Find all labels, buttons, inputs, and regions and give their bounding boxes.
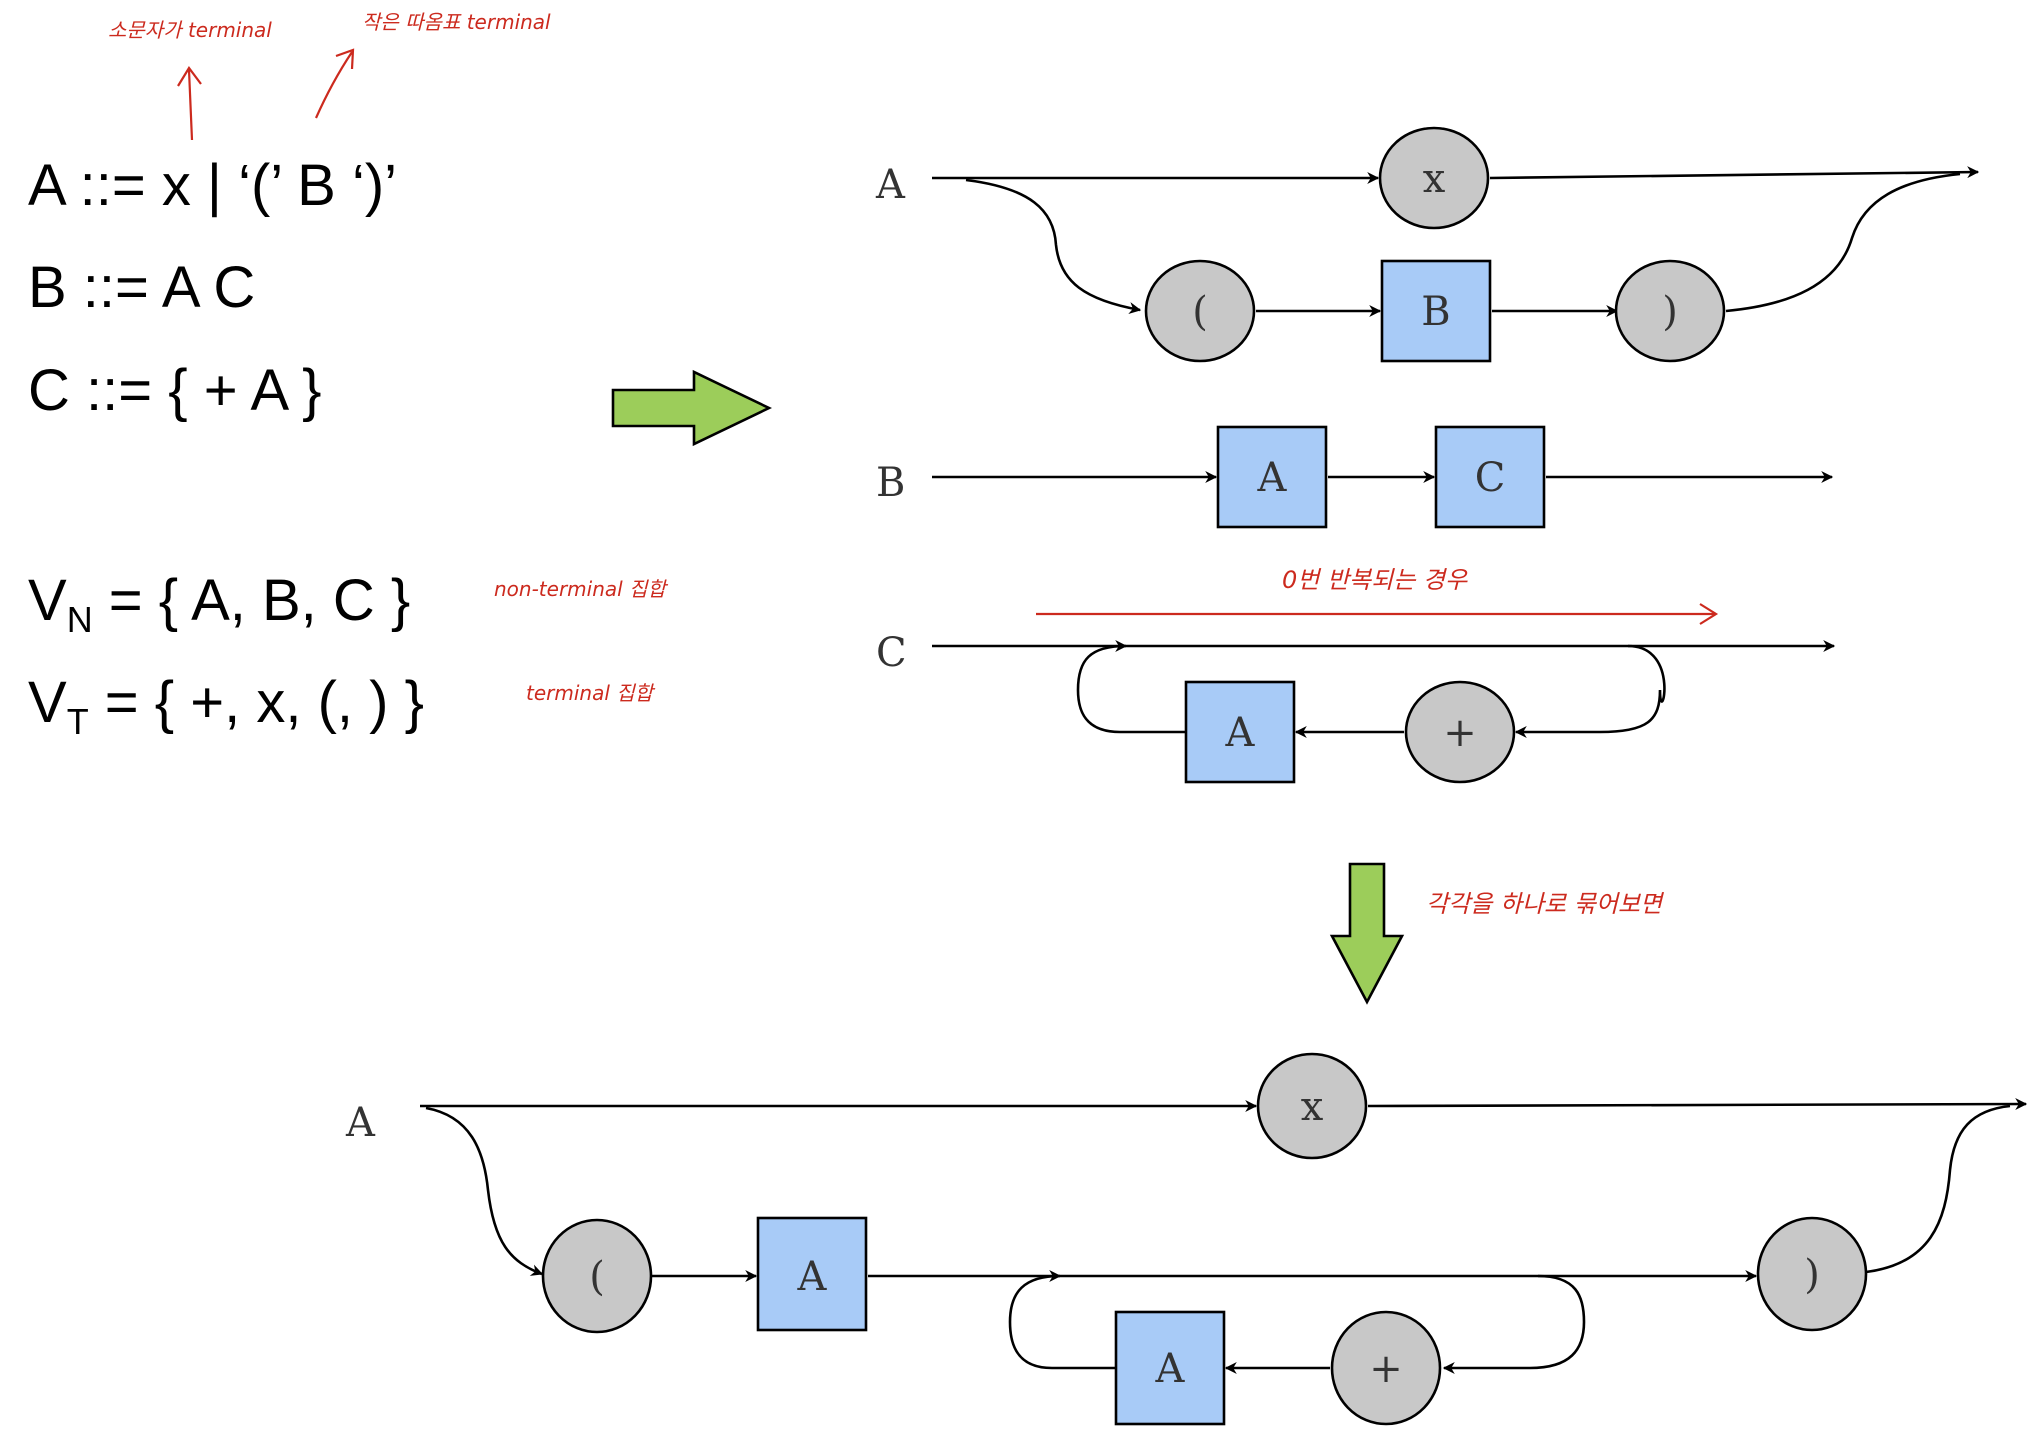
left-annotations: 소문자가 terminal 작은 따옴표 terminal non-termin… bbox=[108, 10, 668, 705]
nonterminal-c bbox=[1434, 425, 1546, 529]
green-right-arrow-icon bbox=[611, 369, 773, 447]
nonterminal-a-loop bbox=[1114, 1310, 1226, 1426]
diagram-a: A x ( B ) bbox=[875, 126, 1980, 363]
diagram-b-label: B bbox=[876, 460, 905, 506]
combined-label: A bbox=[345, 1100, 376, 1146]
path-rparen-merge bbox=[1725, 172, 1961, 313]
terminal-x bbox=[1378, 126, 1490, 230]
nonterminal-b bbox=[1380, 259, 1492, 363]
red-arrow-up-icon bbox=[177, 66, 202, 141]
terminal-lparen bbox=[1144, 259, 1256, 363]
note-quoted-terminal: 작은 따옴표 terminal bbox=[362, 10, 551, 34]
path-a-to-lparen bbox=[965, 178, 1142, 314]
rule-c: C ::= { + A } bbox=[28, 358, 321, 423]
nonterminal-a bbox=[756, 1216, 868, 1332]
diagram-combined: A x ( A + A ) bbox=[345, 1052, 2028, 1426]
vn-set: VN = { A, B, C } bbox=[28, 568, 410, 640]
path-to-lparen bbox=[425, 1106, 544, 1276]
terminal-plus bbox=[1330, 1310, 1442, 1426]
vt-v: V bbox=[28, 670, 67, 735]
nonterminal-a-label: A bbox=[1225, 710, 1256, 756]
path-loop-return bbox=[1008, 1274, 1116, 1370]
terminal-x bbox=[1256, 1052, 1368, 1160]
vt-set: VT = { +, x, (, ) } bbox=[28, 670, 424, 742]
diagram-a-label: A bbox=[875, 162, 906, 208]
red-arrowhead-icon bbox=[1699, 603, 1719, 625]
terminal-x-label: x bbox=[1301, 1084, 1324, 1130]
nonterminal-c-label: C bbox=[1475, 455, 1506, 501]
diagram-c: 0번 반복되는 경우 C + A bbox=[876, 566, 1836, 784]
terminal-rparen bbox=[1756, 1216, 1868, 1332]
vt-members: = { +, x, (, ) } bbox=[89, 670, 424, 735]
nonterminal-a-label: A bbox=[1257, 455, 1288, 501]
nonterminal-a-label: A bbox=[797, 1254, 828, 1300]
green-down-arrow-icon bbox=[1329, 862, 1405, 1005]
path-x-to-exit bbox=[1489, 166, 1980, 180]
vn-subscript: N bbox=[67, 599, 93, 640]
terminal-lparen bbox=[541, 1218, 653, 1334]
note-zero-repetition: 0번 반복되는 경우 bbox=[1282, 566, 1468, 594]
terminal-plus bbox=[1404, 680, 1516, 784]
vt-subscript: T bbox=[67, 701, 89, 742]
note-vn-set: non-terminal 집합 bbox=[494, 577, 668, 601]
path-loop-to-plus bbox=[1514, 644, 1666, 738]
note-combine: 각각을 하나로 묶어보면 bbox=[1426, 890, 1665, 918]
vn-v: V bbox=[28, 568, 67, 633]
nonterminal-b-label: B bbox=[1421, 289, 1450, 335]
terminal-plus-label: + bbox=[1443, 710, 1477, 756]
grammar-rules: A ::= x | ‘(’ B ‘)’ B ::= A C C ::= { + … bbox=[28, 153, 424, 742]
note-vt-set: terminal 집합 bbox=[526, 681, 656, 705]
nonterminal-a-loop-label: A bbox=[1155, 1346, 1186, 1392]
terminal-lparen-label: ( bbox=[589, 1254, 605, 1300]
red-arrow-diagonal-icon bbox=[314, 48, 355, 119]
terminal-rparen-label: ) bbox=[1662, 289, 1678, 335]
terminal-rparen bbox=[1614, 259, 1726, 363]
nonterminal-a bbox=[1184, 680, 1296, 784]
terminal-x-label: x bbox=[1423, 156, 1446, 202]
rule-a: A ::= x | ‘(’ B ‘)’ bbox=[28, 153, 397, 218]
path-x-to-exit bbox=[1367, 1098, 2028, 1111]
path-loop-to-plus bbox=[1442, 1274, 1586, 1374]
nonterminal-a bbox=[1216, 425, 1328, 529]
path-loop-return bbox=[1076, 644, 1186, 734]
terminal-lparen-label: ( bbox=[1192, 289, 1208, 335]
diagram-b: B A C bbox=[876, 425, 1834, 529]
vn-members: = { A, B, C } bbox=[93, 568, 411, 633]
terminal-rparen-label: ) bbox=[1804, 1252, 1820, 1298]
rule-b: B ::= A C bbox=[28, 255, 255, 320]
path-rparen-merge bbox=[1865, 1104, 2011, 1274]
diagram-c-label: C bbox=[876, 630, 907, 676]
terminal-plus-label: + bbox=[1369, 1346, 1403, 1392]
note-lowercase-terminal: 소문자가 terminal bbox=[108, 18, 272, 42]
